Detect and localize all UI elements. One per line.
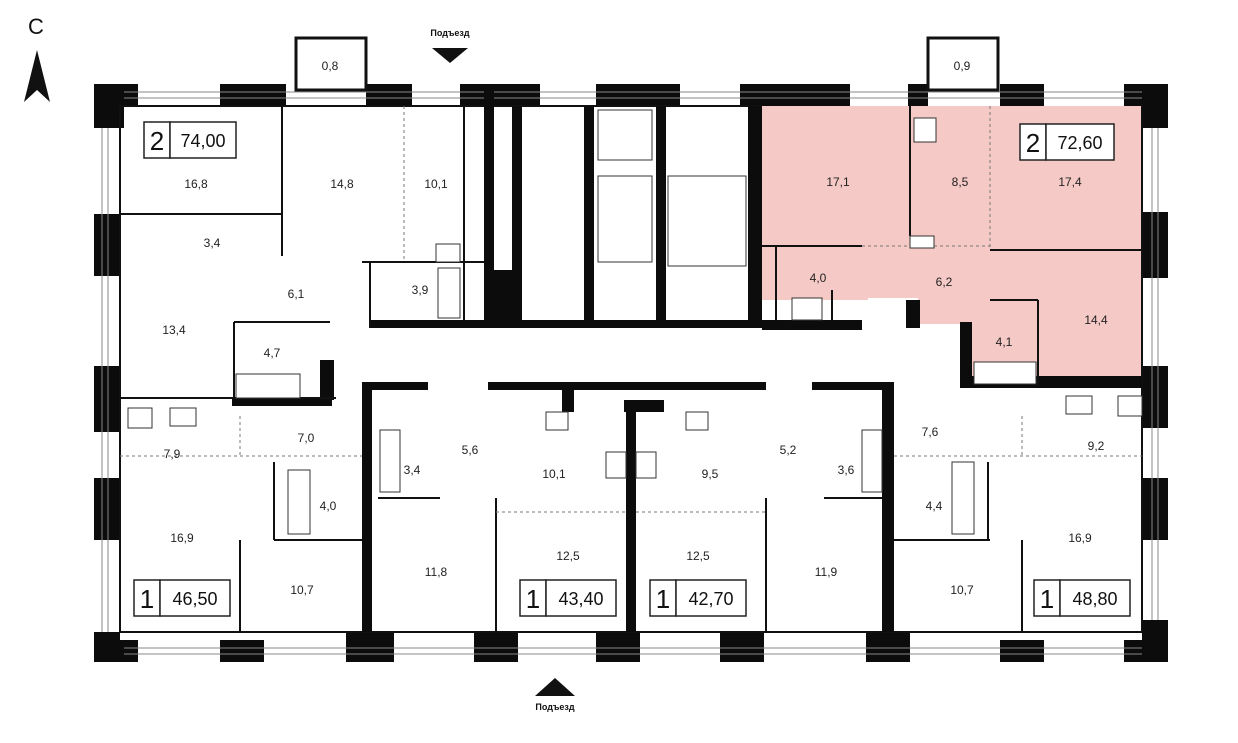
room-area-label: 7,6 — [922, 425, 939, 439]
room-area-label: 4,0 — [810, 271, 827, 285]
apartment-badges: 2 74,00 2 72,60 1 46,50 1 43,40 1 42,70 — [133, 121, 1131, 617]
apartment-badge[interactable]: 1 42,70 — [649, 579, 747, 617]
sink-icon — [545, 411, 569, 431]
room-area-label: 8,5 — [952, 175, 969, 189]
entrance-bottom-label: Подъезд — [535, 702, 574, 712]
room-area-label: 5,6 — [462, 443, 479, 457]
bathtub-icon — [235, 373, 301, 399]
apartment-badge[interactable]: 1 46,50 — [133, 579, 231, 617]
room-area-label: 9,5 — [702, 467, 719, 481]
apartment-badge[interactable]: 1 43,40 — [519, 579, 617, 617]
sink-icon — [1065, 395, 1093, 415]
room-area-label: 13,4 — [162, 323, 186, 337]
room-area-label: 12,5 — [556, 549, 580, 563]
bathtub-icon — [379, 429, 401, 493]
fixtures — [127, 109, 1143, 535]
apartment-badge[interactable]: 1 48,80 — [1033, 579, 1131, 617]
room-area-label: 16,8 — [184, 177, 208, 191]
room-area-label: 14,4 — [1084, 313, 1108, 327]
room-area-label: 11,8 — [425, 565, 448, 579]
balcony-left: 0,8 — [294, 36, 368, 92]
apartment-area: 72,60 — [1057, 133, 1102, 153]
entrance-top: Подъезд — [430, 28, 470, 63]
room-area-label: 17,1 — [826, 175, 850, 189]
room-count: 1 — [1040, 584, 1054, 614]
bathtub-icon — [287, 469, 311, 535]
bathtub-icon — [437, 267, 461, 319]
room-area-label: 16,9 — [170, 531, 194, 545]
bathtub-icon — [861, 429, 883, 493]
room-area-label: 0,8 — [322, 59, 339, 73]
room-count: 1 — [526, 584, 540, 614]
room-area-label: 9,2 — [1088, 439, 1105, 453]
sink-icon — [169, 407, 197, 427]
room-area-label: 5,2 — [780, 443, 797, 457]
sink-icon — [685, 411, 709, 431]
room-labels: 16,8 14,8 10,1 3,4 6,1 3,9 13,4 4,7 17,1… — [162, 175, 1108, 597]
room-area-label: 3,6 — [838, 463, 855, 477]
room-area-label: 7,9 — [164, 447, 181, 461]
stove-icon — [605, 451, 627, 479]
balcony-right: 0,9 — [926, 36, 1000, 92]
north-compass: С — [24, 14, 50, 102]
room-area-label: 10,1 — [424, 177, 448, 191]
stove-icon — [1117, 395, 1143, 417]
room-area-label: 4,0 — [320, 499, 337, 513]
elevator-icon — [597, 109, 653, 161]
room-area-label: 11,9 — [815, 565, 838, 579]
room-area-label: 10,7 — [950, 583, 974, 597]
room-area-label: 3,4 — [204, 236, 221, 250]
apartment-area: 74,00 — [180, 131, 225, 151]
entrance-arrow-up-icon — [535, 678, 575, 696]
apartment-badge[interactable]: 2 74,00 — [143, 121, 237, 159]
entrance-top-label: Подъезд — [430, 28, 469, 38]
entrance-bottom: Подъезд — [535, 678, 575, 712]
room-area-label: 10,7 — [290, 583, 314, 597]
room-area-label: 12,5 — [686, 549, 710, 563]
apartment-area: 42,70 — [688, 589, 733, 609]
stove-icon — [635, 451, 657, 479]
room-count: 1 — [140, 584, 154, 614]
bathtub-icon — [973, 361, 1037, 385]
elevator-icon — [597, 175, 653, 263]
apartment-badge[interactable]: 2 72,60 — [1019, 123, 1115, 161]
washer-icon — [909, 235, 935, 249]
room-count: 1 — [656, 584, 670, 614]
room-count: 2 — [1026, 128, 1040, 158]
apartment-area: 43,40 — [558, 589, 603, 609]
room-area-label: 4,1 — [996, 335, 1013, 349]
room-area-label: 0,9 — [954, 59, 971, 73]
stove-icon — [127, 407, 153, 429]
zone-separators — [120, 106, 1142, 513]
room-area-label: 17,4 — [1058, 175, 1082, 189]
stair-icon — [667, 175, 747, 267]
room-area-label: 7,0 — [298, 431, 315, 445]
entrance-arrow-down-icon — [432, 48, 468, 63]
room-area-label: 16,9 — [1068, 531, 1092, 545]
stove-icon — [913, 117, 937, 143]
room-area-label: 4,4 — [926, 499, 943, 513]
room-count: 2 — [150, 126, 164, 156]
shower-icon — [791, 297, 823, 321]
apartment-area: 48,80 — [1072, 589, 1117, 609]
interior-walls — [120, 84, 1142, 632]
room-area-label: 14,8 — [330, 177, 354, 191]
north-arrow-icon — [24, 50, 50, 102]
north-label: С — [28, 14, 44, 39]
room-area-label: 6,2 — [936, 275, 953, 289]
bathtub-icon — [951, 461, 975, 535]
room-area-label: 10,1 — [542, 467, 566, 481]
apartment-area: 46,50 — [172, 589, 217, 609]
room-area-label: 3,4 — [404, 463, 421, 477]
stove-icon — [435, 243, 461, 263]
room-area-label: 6,1 — [288, 287, 305, 301]
room-area-label: 4,7 — [264, 346, 281, 360]
room-area-label: 3,9 — [412, 283, 429, 297]
